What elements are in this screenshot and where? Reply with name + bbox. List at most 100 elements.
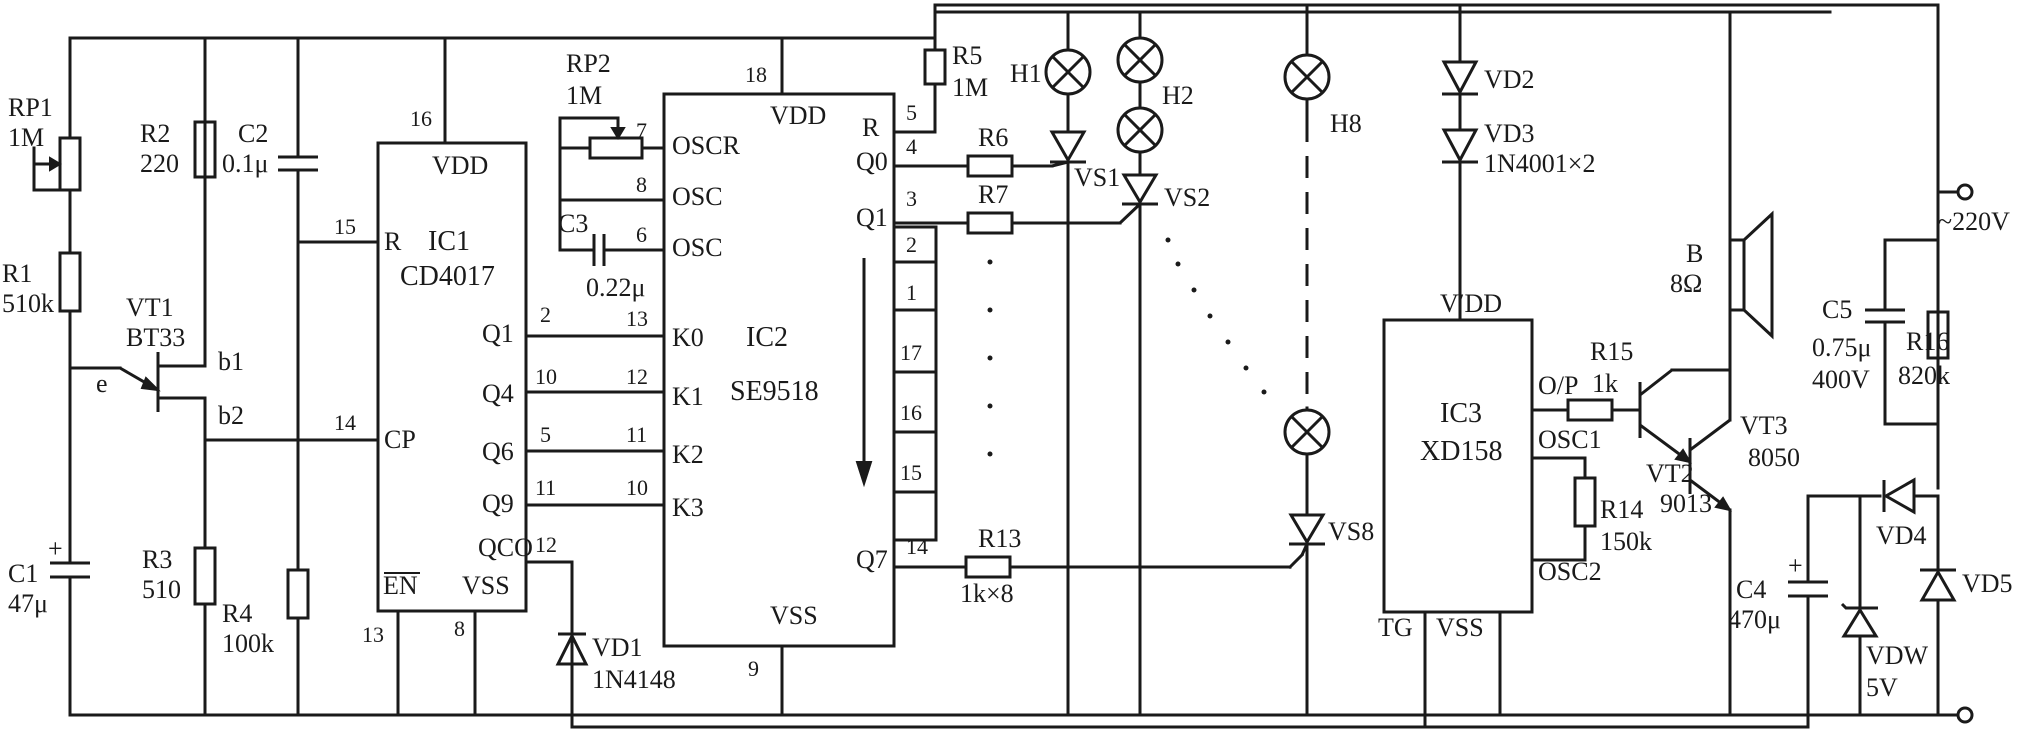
c5-voltage: 400V — [1812, 365, 1870, 394]
r1-value: 510k — [2, 289, 54, 318]
ic1-pin5-num: 5 — [540, 422, 551, 447]
ic2-pin18-num: 18 — [745, 62, 767, 87]
vs8-ref: VS8 — [1328, 517, 1374, 546]
h1-ref: H1 — [1010, 59, 1042, 88]
ic2-q0-label: Q0 — [856, 147, 888, 176]
vdw-value: 5V — [1866, 673, 1898, 702]
ic3-vdd-label: V′DD — [1440, 289, 1502, 318]
r5-value: 1M — [952, 73, 988, 102]
r5-resistor: R5 1M — [892, 36, 988, 134]
top-rail-wires — [68, 3, 1940, 490]
rp2-ref: RP2 — [566, 49, 611, 78]
ic2-pin14-num: 14 — [906, 534, 928, 559]
r1-ref: R1 — [2, 259, 32, 288]
r13-resistor: R13 1k×8 — [892, 524, 1305, 608]
r5-ref: R5 — [952, 41, 982, 70]
vd1-diode: VD1 1N4148 — [555, 632, 676, 694]
c5-value: 0.75μ — [1812, 333, 1871, 362]
r13-ref: R13 — [978, 524, 1021, 553]
ic1-pin14-num: 14 — [334, 410, 356, 435]
ic2-k2-label: K2 — [672, 440, 704, 469]
vd4-diode: VD4 — [1806, 477, 1940, 550]
c5-capacitor: C5 0.75μ 400V — [1812, 238, 1940, 426]
ic2-oscr-label: OSCR — [672, 131, 741, 160]
ic3-name: IC3 — [1440, 398, 1482, 429]
h8-ref: H8 — [1330, 109, 1362, 138]
c1-capacitor: + C1 47μ — [8, 366, 90, 717]
ic2-pin12-num: 12 — [626, 364, 648, 389]
r7-ref: R7 — [978, 180, 1008, 209]
h8-lamp: H8 — [1283, 3, 1362, 517]
ic2-pin10-num: 10 — [626, 475, 648, 500]
r2-resistor: R2 220 — [140, 119, 217, 179]
r4-value: 100k — [222, 629, 274, 658]
vd3-value: 1N4001×2 — [1484, 149, 1595, 178]
speaker-b: B 8Ω — [1670, 10, 1774, 340]
ic2-osc8-label: OSC — [672, 182, 723, 211]
ic2-pin2-num: 2 — [906, 232, 917, 257]
ic1-pin16-num: 16 — [410, 106, 432, 131]
ic1-ic2-bus-wires — [524, 334, 666, 729]
c3-capacitor: C3 0.22μ — [558, 209, 666, 302]
vd2-ref: VD2 — [1484, 65, 1535, 94]
c1-value: 47μ — [8, 589, 48, 618]
vt1-value: BT33 — [126, 323, 185, 352]
ic1-pin15-num: 15 — [334, 214, 356, 239]
vd5-diode: VD5 — [1919, 494, 2013, 717]
r14-resistor: R14 150k — [1530, 456, 1652, 562]
ic1-q9-label: Q9 — [482, 489, 514, 518]
ic2-pin8-num: 8 — [636, 172, 647, 197]
ic3-vss-label: VSS — [1436, 613, 1484, 642]
r2-value: 220 — [140, 149, 179, 178]
h2-ref: H2 — [1162, 81, 1194, 110]
r15-value: 1k — [1592, 369, 1618, 398]
vs2-ref: VS2 — [1164, 183, 1210, 212]
c3-value: 0.22μ — [586, 273, 645, 302]
ic2-q1-label: Q1 — [856, 203, 888, 232]
ic2-pin9-num: 9 — [748, 656, 759, 681]
r16-ref: R16 — [1906, 327, 1949, 356]
c4-value: 470μ — [1728, 605, 1781, 634]
ic2-se9518: 18 VDD OSCR OSC OSC 7 8 6 13 12 11 10 K0… — [626, 36, 938, 717]
r3-resistor: R3 510 — [142, 438, 380, 717]
vt2-value: 9013 — [1660, 489, 1712, 518]
vt1-ref: VT1 — [126, 293, 174, 322]
rp1-value: 1M — [8, 123, 44, 152]
r3-value: 510 — [142, 575, 181, 604]
ic2-right-unused-pins: 2 1 17 16 15 — [892, 225, 938, 542]
vdw-ref: VDW — [1866, 641, 1929, 670]
bottom-rail-wires — [68, 706, 1974, 729]
ic1-cp-label: CP — [384, 425, 416, 454]
ic1-r-label: R — [384, 227, 402, 256]
r3-ref: R3 — [142, 545, 172, 574]
ic3-osc2-label: OSC2 — [1538, 557, 1602, 586]
c2-capacitor: C2 0.1μ — [222, 36, 380, 572]
ic2-k0-label: K0 — [672, 323, 704, 352]
ic1-pin11-num: 11 — [535, 475, 556, 500]
ic2-pin15-num: 15 — [900, 460, 922, 485]
vt1-b1-label: b1 — [218, 347, 244, 376]
ic2-vss-label: VSS — [770, 601, 818, 630]
r6-resistor: R6 — [892, 123, 1054, 178]
ic2-pin11-num: 11 — [626, 422, 647, 447]
ic1-q4-label: Q4 — [482, 379, 514, 408]
rp1-potentiometer: RP1 1M — [8, 36, 82, 255]
vd4-ref: VD4 — [1876, 521, 1927, 550]
r14-ref: R14 — [1600, 495, 1643, 524]
mains-terminal: ~220V — [1936, 183, 2010, 236]
r4-ref: R4 — [222, 599, 252, 628]
ic1-pin2-num: 2 — [540, 302, 551, 327]
vt3-ref: VT3 — [1740, 411, 1788, 440]
ic2-vdd-label: VDD — [770, 101, 826, 130]
ic2-part: SE9518 — [730, 376, 819, 407]
rp2-value: 1M — [566, 81, 602, 110]
ic2-k1-label: K1 — [672, 382, 704, 411]
vt1-b2-label: b2 — [218, 401, 244, 430]
r4-resistor: R4 100k — [222, 568, 310, 717]
h1-lamp: H1 — [1010, 10, 1092, 132]
c4-ref: C4 — [1736, 575, 1766, 604]
resistor-array-dots — [987, 259, 993, 457]
speaker-value: 8Ω — [1670, 269, 1702, 298]
speaker-ref: B — [1686, 239, 1703, 268]
